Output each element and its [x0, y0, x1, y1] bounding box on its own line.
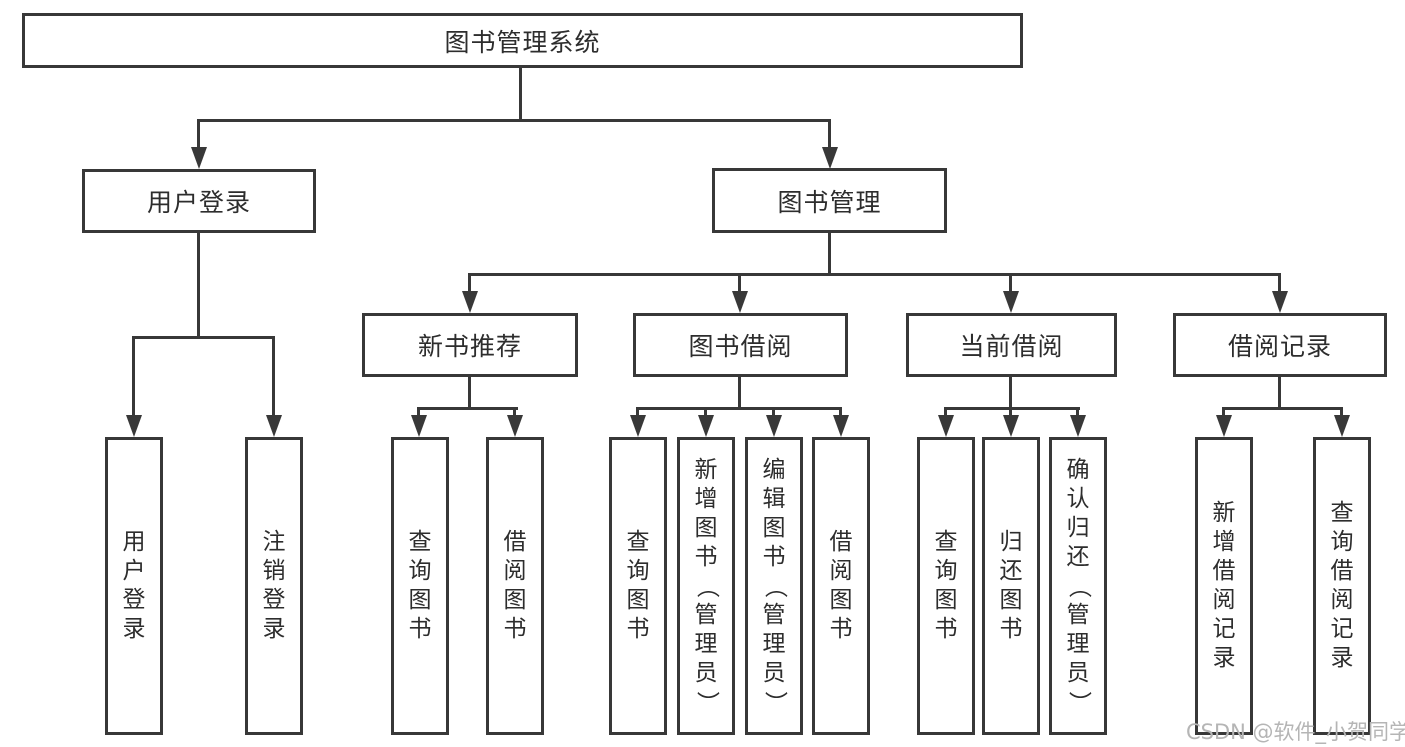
- arrow-down-icon: [1003, 291, 1019, 313]
- connector-line: [197, 233, 200, 336]
- node-leaf-cb-confirm-return-label: 确认归还（管理员）: [1065, 456, 1092, 714]
- arrow-down-icon: [1216, 415, 1232, 437]
- node-leaf-bb-edit-book: 编辑图书（管理员）: [745, 437, 803, 735]
- connector-line: [1076, 407, 1079, 417]
- arrow-down-icon: [698, 415, 714, 437]
- connector-line: [636, 407, 639, 417]
- node-current-borrow: 当前借阅: [906, 313, 1117, 377]
- node-root: 图书管理系统: [22, 13, 1023, 68]
- arrow-down-icon: [1272, 291, 1288, 313]
- node-user-login: 用户登录: [82, 169, 316, 233]
- node-leaf-user-login: 用户登录: [105, 437, 163, 735]
- connector-line: [197, 119, 200, 147]
- connector-line: [1278, 377, 1281, 407]
- node-new-book-recommend-label: 新书推荐: [417, 332, 522, 361]
- node-leaf-br-add-record-label: 新增借阅记录: [1212, 500, 1236, 671]
- connector-line: [519, 68, 522, 120]
- node-book-borrow: 图书借阅: [633, 313, 848, 377]
- node-leaf-bb-query-book-label: 查询图书: [626, 529, 650, 642]
- connector-line: [738, 377, 741, 407]
- node-leaf-logout-label: 注销登录: [262, 529, 286, 642]
- arrow-down-icon: [507, 415, 523, 437]
- connector-line: [704, 407, 707, 417]
- arrow-down-icon: [938, 415, 954, 437]
- node-root-label: 图书管理系统: [444, 27, 601, 57]
- arrow-down-icon: [1070, 415, 1086, 437]
- connector-line: [944, 407, 947, 417]
- connector-line: [1009, 273, 1012, 291]
- node-book-borrow-label: 图书借阅: [688, 332, 793, 361]
- node-new-book-recommend: 新书推荐: [362, 313, 578, 377]
- arrow-down-icon: [1003, 415, 1019, 437]
- connector-line: [197, 119, 831, 122]
- node-current-borrow-label: 当前借阅: [959, 332, 1064, 361]
- connector-line: [272, 336, 275, 415]
- connector-line: [513, 407, 516, 417]
- node-leaf-user-login-label: 用户登录: [122, 529, 146, 642]
- arrow-down-icon: [191, 147, 207, 169]
- node-leaf-cb-query-book: 查询图书: [917, 437, 975, 735]
- connector-line: [828, 233, 831, 273]
- node-leaf-nb-query-book: 查询图书: [391, 437, 449, 735]
- connector-line: [132, 336, 275, 339]
- node-leaf-cb-return-book-label: 归还图书: [999, 529, 1023, 642]
- arrow-down-icon: [126, 415, 142, 437]
- connector-line: [828, 119, 831, 147]
- connector-line: [468, 273, 1281, 276]
- arrow-down-icon: [732, 291, 748, 313]
- node-book-management-label: 图书管理: [777, 187, 882, 217]
- connector-line: [1009, 377, 1012, 407]
- node-leaf-bb-borrow-book-label: 借阅图书: [829, 529, 853, 642]
- connector-line: [772, 407, 775, 417]
- node-leaf-br-add-record: 新增借阅记录: [1195, 437, 1253, 735]
- node-leaf-nb-borrow-book-label: 借阅图书: [503, 529, 527, 642]
- node-leaf-bb-add-book: 新增图书（管理员）: [677, 437, 735, 735]
- node-leaf-bb-edit-book-label: 编辑图书（管理员）: [761, 456, 788, 714]
- node-leaf-cb-return-book: 归还图书: [982, 437, 1040, 735]
- connector-line: [1222, 407, 1225, 417]
- connector-line: [738, 273, 741, 291]
- connector-line: [1340, 407, 1343, 417]
- arrow-down-icon: [1334, 415, 1350, 437]
- node-leaf-cb-query-book-label: 查询图书: [934, 529, 958, 642]
- node-borrow-record: 借阅记录: [1173, 313, 1387, 377]
- connector-line: [1278, 273, 1281, 291]
- node-leaf-bb-query-book: 查询图书: [609, 437, 667, 735]
- node-user-login-label: 用户登录: [146, 188, 251, 217]
- node-borrow-record-label: 借阅记录: [1227, 332, 1332, 361]
- connector-line: [944, 407, 1080, 410]
- arrow-down-icon: [462, 291, 478, 313]
- arrow-down-icon: [766, 415, 782, 437]
- node-book-management: 图书管理: [712, 168, 947, 233]
- connector-line: [1222, 407, 1343, 410]
- node-leaf-br-query-record: 查询借阅记录: [1313, 437, 1371, 735]
- node-leaf-nb-query-book-label: 查询图书: [408, 529, 432, 642]
- connector-line: [417, 407, 518, 410]
- arrow-down-icon: [833, 415, 849, 437]
- node-leaf-bb-add-book-label: 新增图书（管理员）: [693, 456, 720, 714]
- node-leaf-bb-borrow-book: 借阅图书: [812, 437, 870, 735]
- connector-line: [417, 407, 420, 417]
- node-leaf-logout: 注销登录: [245, 437, 303, 735]
- connector-line: [1009, 407, 1012, 417]
- connector-line: [468, 377, 471, 407]
- node-leaf-br-query-record-label: 查询借阅记录: [1330, 500, 1354, 671]
- arrow-down-icon: [266, 415, 282, 437]
- node-leaf-cb-confirm-return: 确认归还（管理员）: [1049, 437, 1107, 735]
- arrow-down-icon: [822, 147, 838, 169]
- connector-line: [468, 273, 471, 291]
- csdn-watermark: CSDN @软件_小贺同学: [1186, 720, 1405, 744]
- node-leaf-nb-borrow-book: 借阅图书: [486, 437, 544, 735]
- arrow-down-icon: [411, 415, 427, 437]
- connector-line: [636, 407, 842, 410]
- connector-line: [839, 407, 842, 417]
- arrow-down-icon: [630, 415, 646, 437]
- connector-line: [132, 336, 135, 415]
